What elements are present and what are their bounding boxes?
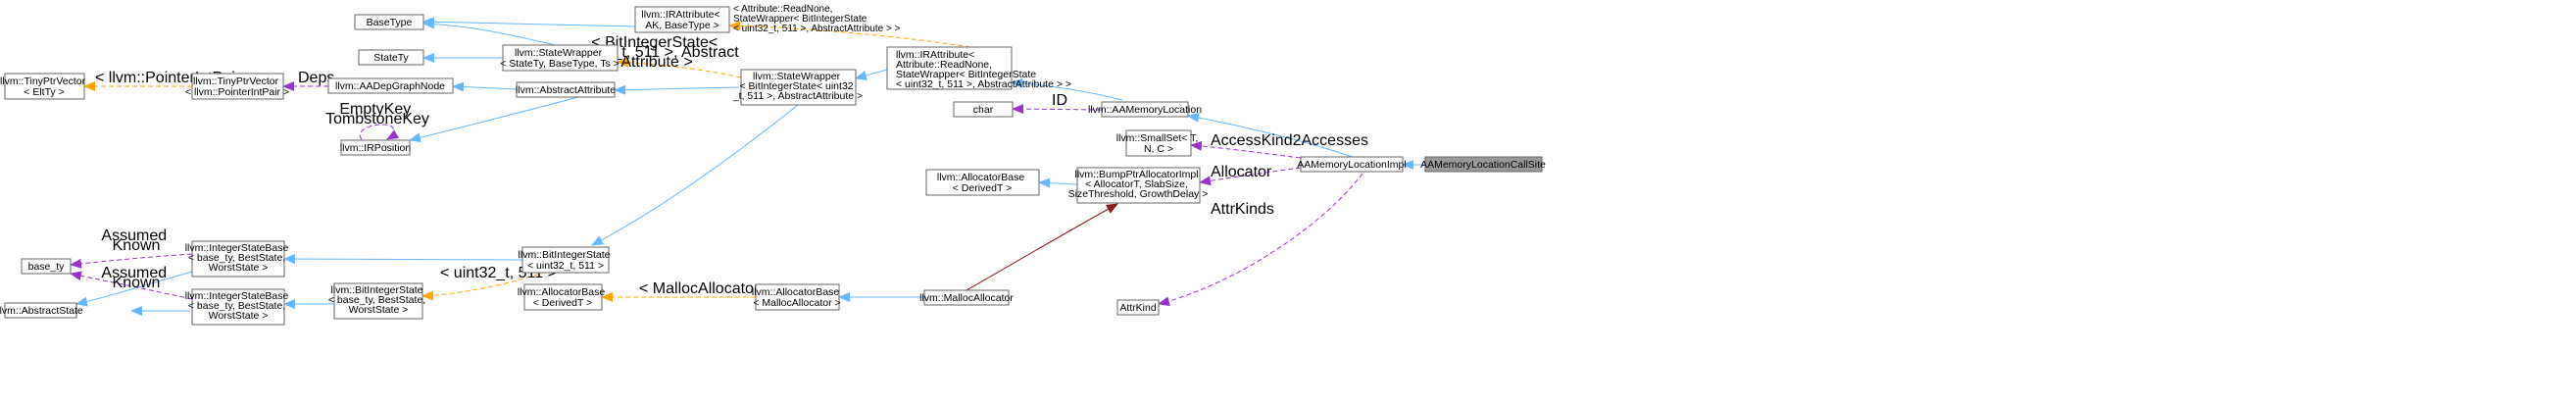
node-aamemorylocation[interactable]: llvm::AAMemoryLocation — [1088, 101, 1202, 118]
node-aamemorylocationimpl[interactable]: AAMemoryLocationImpl — [1297, 156, 1407, 173]
node-abstractattribute[interactable]: llvm::AbstractAttribute — [516, 81, 616, 98]
edge-irattr-ak-to-basetype — [422, 17, 636, 27]
edge-label-id: ID — [1052, 92, 1067, 109]
svg-text:llvm::IntegerStateBase: llvm::IntegerStateBase < base_ty, BestSt… — [185, 290, 292, 322]
edge-abstractattr-to-irposition — [409, 96, 579, 143]
edge-aamemloc-to-irattr-readnone — [1011, 77, 1123, 101]
svg-text:llvm::IRPosition: llvm::IRPosition — [340, 142, 412, 154]
svg-text:llvm::AbstractAttribute: llvm::AbstractAttribute — [516, 84, 616, 96]
node-abstractstate[interactable]: llvm::AbstractState — [0, 302, 83, 319]
edge-aamemlocimpl-allocator — [1199, 167, 1302, 186]
node-mallocallocator[interactable]: llvm::MallocAllocator — [919, 289, 1014, 306]
node-base-ty[interactable]: base_ty — [21, 258, 72, 275]
svg-text:StateTy: StateTy — [373, 52, 409, 64]
svg-text:llvm::AllocatorBase <: llvm::AllocatorBase < DerivedT > — [937, 172, 1027, 194]
edge-isb2-assumed-known — [70, 271, 193, 300]
node-statewrapper-generic[interactable]: llvm::StateWrapper < StateTy, BaseType, … — [500, 44, 619, 72]
svg-text:BaseType: BaseType — [367, 17, 413, 28]
node-irposition[interactable]: llvm::IRPosition — [340, 139, 412, 156]
edge-aamemlocimpl-smallset — [1190, 140, 1302, 159]
edge-label-malloc-allocator: < MallocAllocator > — [639, 280, 772, 297]
node-bitintegerstate-uint32[interactable]: llvm::BitIntegerState < uint32_t, 511 > — [519, 246, 614, 274]
svg-text:AttrKind: AttrKind — [1119, 302, 1157, 314]
node-allocatorbase-mallocallocator[interactable]: llvm::AllocatorBase < MallocAllocator > — [752, 283, 842, 311]
svg-text:llvm::MallocAllocator: llvm::MallocAllocator — [919, 292, 1014, 304]
node-statewrapper-bitintegerstate[interactable]: llvm::StateWrapper < BitIntegerState< ui… — [732, 69, 863, 106]
edge-irattr-readnone-to-irattr-ak — [728, 21, 971, 48]
svg-text:AAMemoryLocationCallSite: AAMemoryLocationCallSite — [1420, 159, 1546, 171]
svg-text:llvm::StateWrapper < B: llvm::StateWrapper < BitIntegerState< ui… — [732, 71, 863, 102]
node-tinyptrvector-pointerintpair[interactable]: llvm::TinyPtrVector < llvm::PointerIntPa… — [185, 73, 289, 100]
edge-aamemlocimpl-attrkind — [1158, 173, 1363, 307]
svg-text:llvm::TinyPtrVector <: llvm::TinyPtrVector < llvm::PointerIntPa… — [185, 76, 289, 98]
edge-label-deps: Deps — [298, 70, 334, 86]
edge-label-assumed-known-2: Assumed Known — [101, 265, 171, 291]
svg-text:llvm::BitIntegerState: llvm::BitIntegerState < uint32_t, 511 > — [519, 249, 614, 272]
svg-text:llvm::AllocatorBase <: llvm::AllocatorBase < MallocAllocator > — [752, 286, 842, 309]
node-smallset[interactable]: llvm::SmallSet< T, N, C > — [1116, 129, 1201, 157]
edge-bis-uint-to-isb1 — [283, 254, 523, 265]
edge-label-assumed-known-1: Assumed Known — [101, 228, 171, 254]
edge-mallocalloc-to-bumpptr — [966, 203, 1118, 291]
node-bumpptrallocatorimpl[interactable]: llvm::BumpPtrAllocatorImpl < AllocatorT,… — [1068, 167, 1209, 204]
svg-text:llvm::AbstractState: llvm::AbstractState — [0, 305, 83, 317]
node-bitintegerstate-generic[interactable]: llvm::BitIntegerState < base_ty, BestSta… — [328, 282, 428, 320]
svg-text:llvm::BitIntegerState: llvm::BitIntegerState < base_ty, BestSta… — [328, 284, 428, 316]
edge-label-access-kind: AccessKind2Accesses — [1211, 132, 1368, 149]
edge-irattr-readnone-to-sw-bis — [855, 69, 888, 80]
svg-text:llvm::IntegerStateBase: llvm::IntegerStateBase < base_ty, BestSt… — [185, 242, 292, 274]
edge-label-sw-bis-args: < BitIntegerState< uint32_t, 511 >, Abst… — [570, 34, 743, 71]
edge-sw-bis-to-bis-uint — [591, 104, 799, 246]
node-integerstatebase-1[interactable]: llvm::IntegerStateBase < base_ty, BestSt… — [185, 240, 292, 278]
svg-text:llvm::AAMemoryLocation: llvm::AAMemoryLocation — [1088, 104, 1202, 116]
edge-label-allocator: Allocator — [1211, 164, 1272, 180]
edge-bis-uint-to-bis-generic — [421, 271, 547, 301]
svg-text:llvm::AllocatorBase <: llvm::AllocatorBase < DerivedT > — [518, 286, 608, 309]
svg-text:llvm::StateWrapper < S: llvm::StateWrapper < StateTy, BaseType, … — [500, 47, 619, 70]
node-integerstatebase-2[interactable]: llvm::IntegerStateBase < base_ty, BestSt… — [185, 288, 292, 326]
node-char[interactable]: char — [953, 101, 1014, 118]
svg-text:AAMemoryLocationImpl: AAMemoryLocationImpl — [1297, 159, 1406, 171]
svg-text:base_ty: base_ty — [28, 261, 66, 273]
svg-text:char: char — [973, 104, 994, 116]
edge-abstractattr-to-aadepgraph — [452, 81, 518, 92]
edge-aamemloc-id-char — [1012, 104, 1103, 115]
edge-sw-generic-to-basetype — [422, 19, 565, 48]
svg-text:llvm::SmallSet< T, N,: llvm::SmallSet< T, N, C > — [1116, 132, 1201, 155]
svg-text:llvm::AADepGraphNode: llvm::AADepGraphNode — [335, 80, 445, 92]
edge-irposition-self — [359, 124, 400, 140]
node-allocatorbase-derivedt-2[interactable]: llvm::AllocatorBase < DerivedT > — [518, 283, 608, 311]
node-irattribute-readnone[interactable]: llvm::IRAttribute< Attribute::ReadNone, … — [886, 46, 1071, 90]
node-irattribute-ak-basetype[interactable]: llvm::IRAttribute< AK, BaseType > — [634, 6, 730, 33]
edge-sw-bis-to-sw-generic — [617, 57, 742, 78]
node-tinyptrvector-eltty[interactable]: llvm::TinyPtrVector < EltTy > — [0, 73, 88, 100]
edge-isb1-assumed-known — [70, 253, 193, 269]
edge-label-empty-tombstone: EmptyKey TombstoneKey — [325, 101, 429, 127]
svg-text:llvm::BumpPtrAllocatorImpl: llvm::BumpPtrAllocatorImpl < AllocatorT,… — [1068, 169, 1209, 200]
edge-isb1-to-abstractstate — [75, 271, 193, 307]
edge-aamemlocimpl-to-aamemloc — [1187, 113, 1354, 158]
edge-sw-bis-to-abstractattr — [614, 84, 740, 95]
edge-label-attr-kinds: AttrKinds — [1211, 201, 1274, 218]
edge-label-readnone-args: < Attribute::ReadNone, StateWrapper< Bit… — [733, 4, 901, 34]
svg-text:llvm::IRAttribute< AK,: llvm::IRAttribute< AK, BaseType > — [641, 9, 722, 31]
node-allocatorbase-derivedt-1[interactable]: llvm::AllocatorBase < DerivedT > — [925, 169, 1040, 196]
node-basetype[interactable]: BaseType — [354, 14, 424, 30]
node-statety[interactable]: StateTy — [358, 49, 424, 66]
edge-bumpptr-to-allocbase-dt1 — [1038, 177, 1078, 188]
svg-text:llvm::IRAttribute< At: llvm::IRAttribute< Attribute::ReadNone, … — [896, 49, 1071, 90]
node-attrkind[interactable]: AttrKind — [1116, 299, 1160, 316]
node-aadepgraphnode[interactable]: llvm::AADepGraphNode — [327, 77, 454, 94]
svg-text:llvm::TinyPtrVector <: llvm::TinyPtrVector < EltTy > — [0, 76, 88, 98]
node-aamemorylocationcallsite[interactable]: AAMemoryLocationCallSite — [1420, 156, 1546, 173]
